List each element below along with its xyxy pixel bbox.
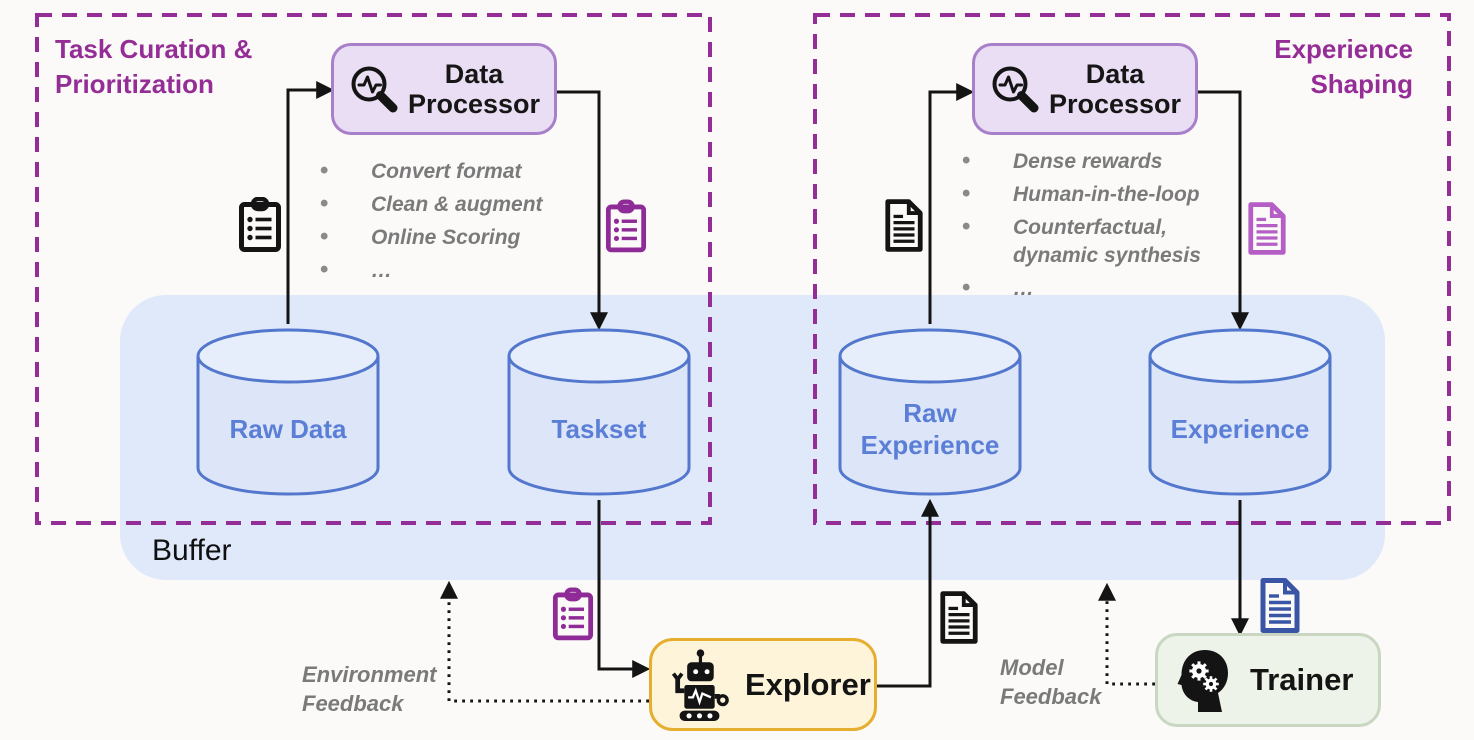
clipboard-list-icon (552, 587, 594, 642)
arrow-model-feedback (1098, 582, 1155, 686)
document-lines-icon (1258, 578, 1302, 633)
note-item: Clean & augment (318, 190, 588, 219)
region-title-line: Task Curation & (55, 34, 253, 64)
task-processing-notes: Convert format Clean & augment Online Sc… (318, 157, 588, 290)
trainer-label: Trainer (1250, 662, 1354, 697)
explorer-box: Explorer (649, 638, 877, 731)
note-item: Convert format (318, 157, 588, 186)
raw-experience-store-label: Raw Experience (860, 398, 1000, 460)
explorer-label: Explorer (745, 666, 871, 702)
taskset-store-label: Taskset (551, 414, 647, 444)
data-processor-label-line: Processor (1048, 89, 1182, 119)
note-item: … (960, 274, 1212, 303)
data-processor-label: Data Processor (400, 59, 548, 119)
document-lines-icon (883, 198, 925, 253)
data-processor-label-line: Data (444, 59, 504, 89)
buffer-label: Buffer (152, 534, 232, 567)
arrow-rawexperience-to-processor (928, 83, 975, 324)
data-processor-label-line: Data (1085, 59, 1145, 89)
magnifier-waveform-icon (989, 63, 1041, 115)
data-processor-label-line: Processor (407, 89, 541, 119)
robot-icon (668, 648, 731, 722)
data-processor-left: Data Processor (331, 43, 557, 135)
experience-store-label: Experience (1170, 414, 1310, 444)
region-title-line: Prioritization (55, 69, 214, 99)
trainer-box: Trainer (1155, 633, 1381, 727)
magnifier-waveform-icon (348, 63, 400, 115)
note-item: Dense rewards (960, 147, 1212, 176)
model-feedback-label: Model Feedback (1000, 655, 1102, 709)
clipboard-list-icon (605, 199, 647, 254)
raw-data-store-label: Raw Data (229, 414, 347, 444)
environment-feedback-label: Environment Feedback (302, 662, 437, 716)
head-gears-icon (1176, 647, 1234, 713)
data-processor-right: Data Processor (972, 43, 1198, 135)
note-item: Human-in-the-loop (960, 180, 1212, 209)
document-lines-icon (1246, 201, 1288, 256)
clipboard-list-icon (238, 197, 282, 253)
note-item: Online Scoring (318, 223, 588, 252)
region-title-task-curation: Task Curation & Prioritization (55, 32, 335, 102)
experience-shaping-notes: Dense rewards Human-in-the-loop Counterf… (960, 147, 1212, 308)
arrow-environment-feedback (440, 580, 649, 703)
document-lines-icon (938, 590, 980, 645)
note-item: … (318, 256, 588, 285)
arrow-rawdata-to-processor (286, 81, 335, 324)
note-item: Counterfactual, dynamic synthesis (960, 213, 1212, 270)
data-processor-label: Data Processor (1041, 59, 1189, 119)
